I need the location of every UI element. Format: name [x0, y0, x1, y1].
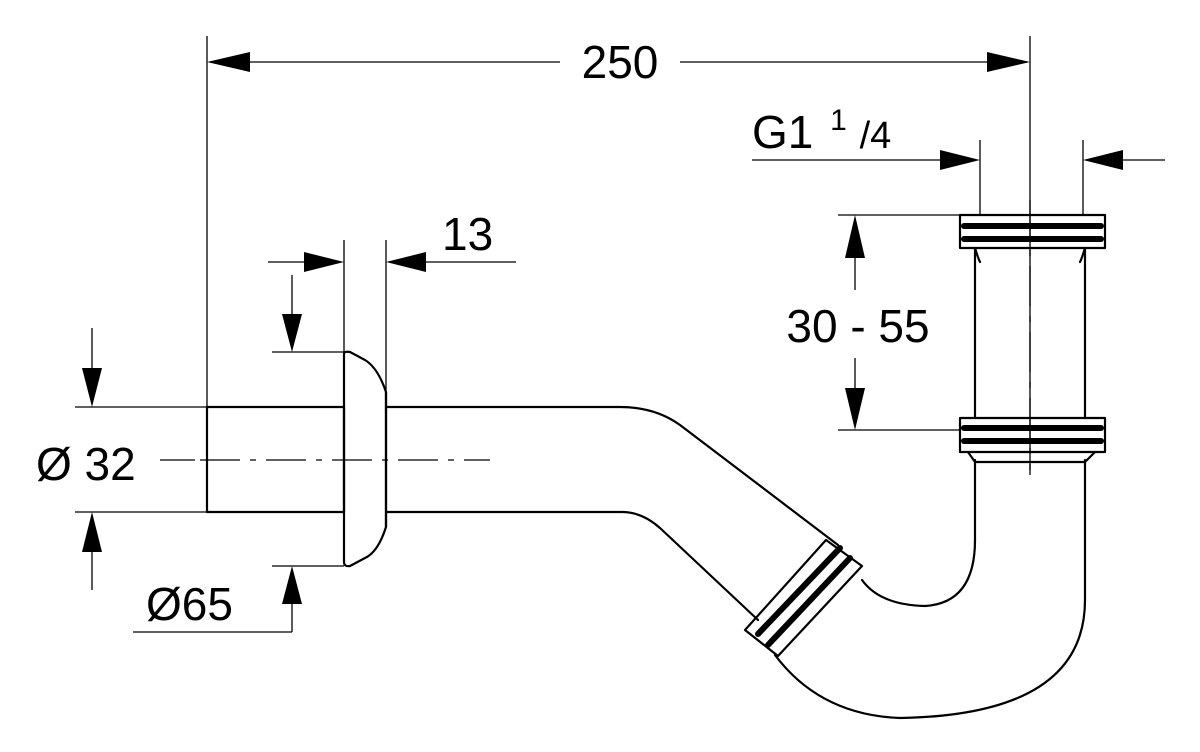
- pipe-diameter-label: Ø 32: [36, 438, 136, 490]
- thread-numerator: 1: [830, 104, 847, 137]
- height-range-label: 30 - 55: [786, 300, 929, 352]
- dimension-arrows: [82, 52, 1123, 604]
- thread-denominator: /4: [860, 115, 892, 157]
- thread-prefix: G1: [752, 106, 813, 158]
- dimension-labels: 250 G1 1 /4 13 30 - 55 Ø 32 Ø65: [36, 36, 930, 630]
- flange-diameter-label: Ø65: [146, 578, 233, 630]
- flange-thickness-label: 13: [442, 208, 493, 260]
- thread-size-label: G1 1 /4: [752, 88, 891, 158]
- dimension-lines: [75, 36, 1165, 633]
- siphon-body: [205, 213, 1107, 720]
- overall-length-label: 250: [582, 36, 659, 88]
